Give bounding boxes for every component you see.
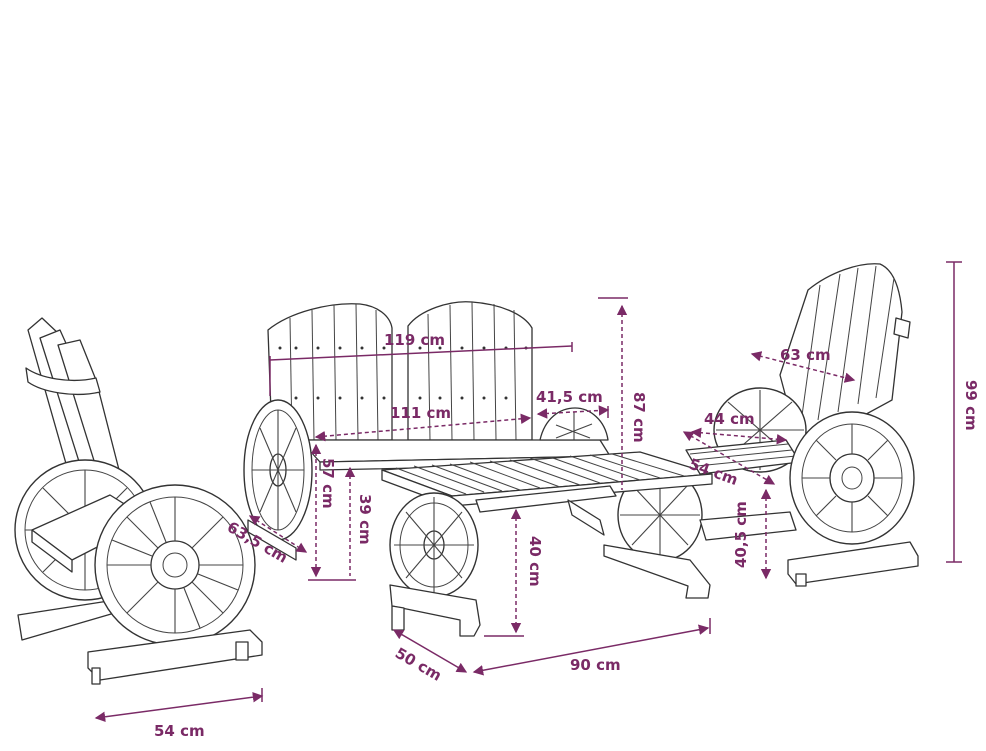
table-width-label: 90 cm [570,656,621,674]
chair-back-width-label: 63 cm [780,346,831,364]
dimension-lines [94,261,962,722]
bench-width-label: 119 cm [384,331,445,349]
left-wagon-wheel-chair [14,317,263,685]
bench-armrest-label: 41,5 cm [536,388,603,406]
table-height-label: 40 cm [526,536,544,587]
bench-seat-height-label: 39 cm [356,494,374,545]
left-chair-width-label: 54 cm [154,722,205,740]
chair-seat-height-label: 40,5 cm [732,501,750,568]
bench-height-label: 57 cm [319,458,337,509]
chair-height-label: 99 cm [962,380,980,431]
bench-inner-width-label: 111 cm [390,404,451,422]
wagon-wheel-table [381,451,713,637]
bench-back-height-label: 87 cm [630,392,648,443]
table-depth-label: 50 cm [392,644,445,685]
chair-seat-width-label: 44 cm [704,410,755,428]
